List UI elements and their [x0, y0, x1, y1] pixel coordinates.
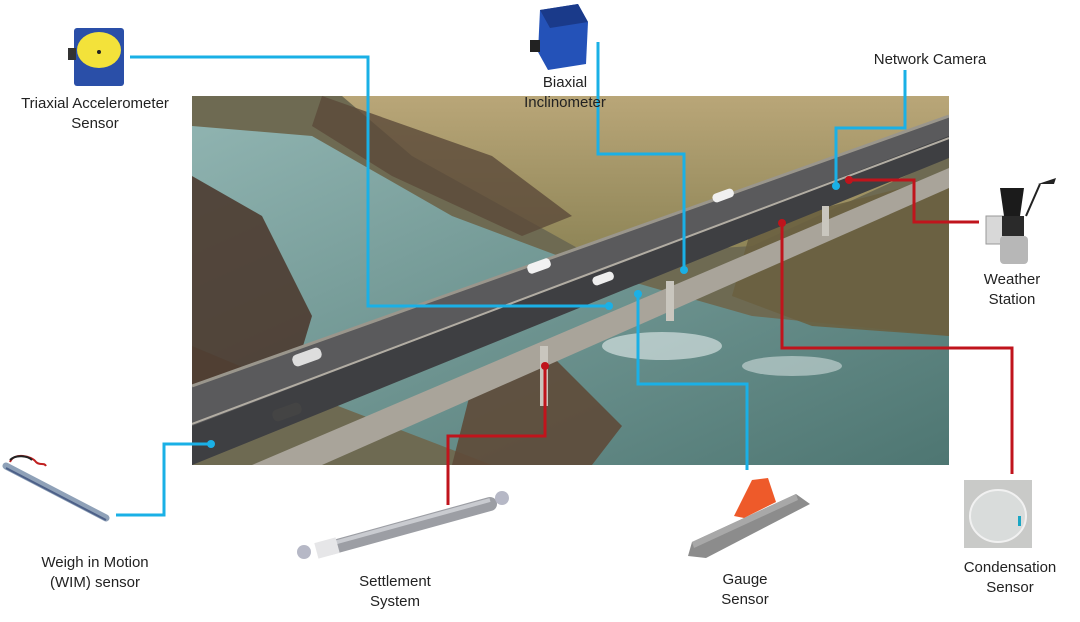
- condensation-sensor-icon: [964, 480, 1032, 548]
- gauge-sensor-label: Gauge Sensor: [721, 571, 769, 608]
- biaxial-inclinometer-label: Biaxial Inclinometer: [524, 74, 606, 111]
- weather-station-icon: [982, 176, 1062, 266]
- settlement-system-label: Settlement System: [359, 573, 431, 610]
- bridge-aerial-photo: [192, 96, 949, 465]
- triaxial-accelerometer-icon: [66, 26, 128, 88]
- network-camera-label: Network Camera: [873, 51, 987, 68]
- weather-station-label: Weather Station: [983, 271, 1041, 308]
- triaxial-accelerometer-label: Triaxial Accelerometer Sensor: [21, 95, 169, 132]
- settlement-system-icon: [290, 488, 516, 568]
- gauge-sensor-icon: [686, 472, 810, 560]
- biaxial-inclinometer-icon: [530, 2, 592, 72]
- wim-sensor-icon: [2, 452, 112, 522]
- condensation-sensor-label: Condensation Sensor: [963, 559, 1057, 596]
- wim-sensor-label: Weigh in Motion (WIM) sensor: [41, 554, 149, 591]
- bridge-scene: [192, 96, 949, 465]
